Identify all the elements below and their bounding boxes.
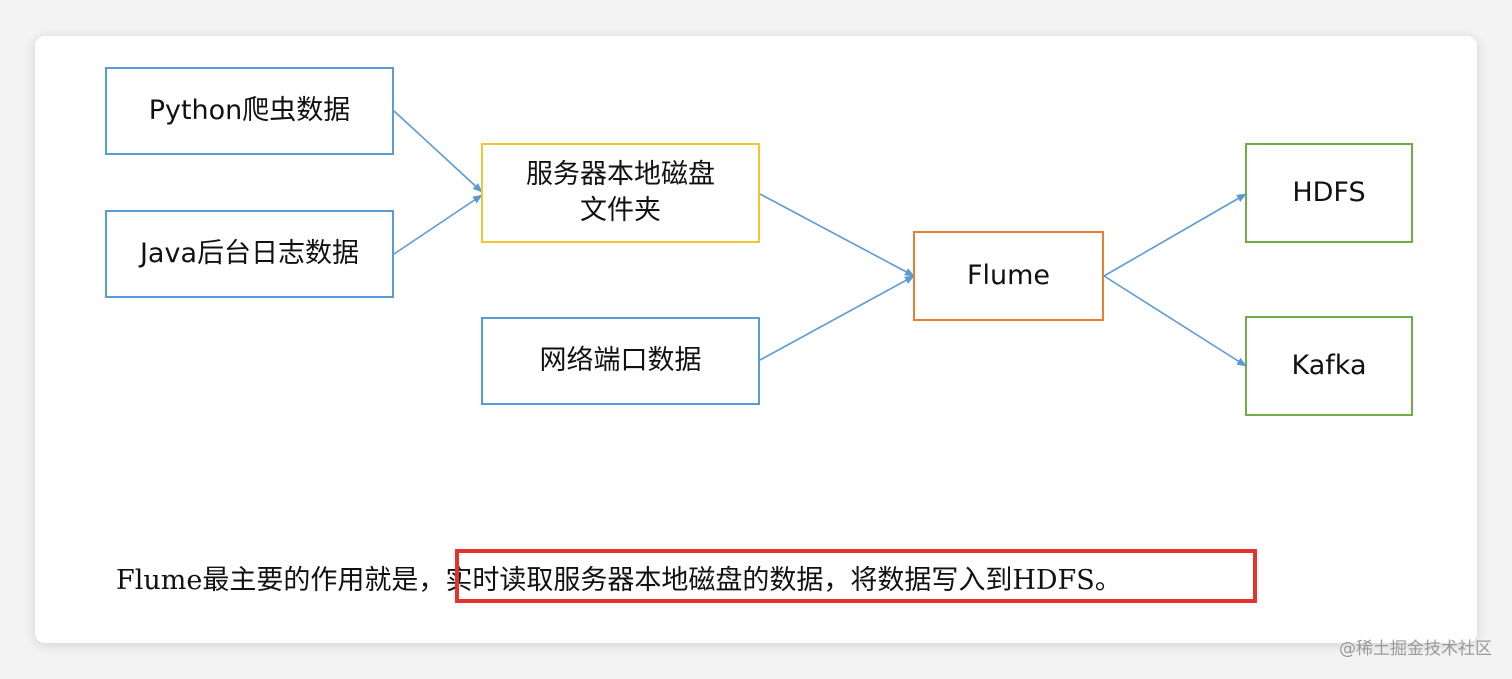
watermark: @稀土掘金技术社区 <box>1339 639 1492 659</box>
node-local-disk-line2: 文件夹 <box>580 195 661 226</box>
node-network-port: 网络端口数据 <box>481 317 760 405</box>
node-network-port-label: 网络端口数据 <box>539 344 702 376</box>
node-python-crawler: Python爬虫数据 <box>105 67 394 155</box>
caption-prefix: Flume最主要的作用就是， <box>116 565 446 596</box>
node-hdfs: HDFS <box>1245 143 1413 243</box>
node-flume: Flume <box>913 231 1104 321</box>
node-local-disk: 服务器本地磁盘 文件夹 <box>481 143 760 243</box>
node-local-disk-line1: 服务器本地磁盘 <box>526 158 715 190</box>
caption: Flume最主要的作用就是，实时读取服务器本地磁盘的数据，将数据写入到HDFS。 <box>116 558 1122 597</box>
node-hdfs-label: HDFS <box>1292 176 1366 208</box>
node-kafka-label: Kafka <box>1291 349 1367 381</box>
node-flume-label: Flume <box>966 259 1051 291</box>
node-python-crawler-label: Python爬虫数据 <box>148 94 351 126</box>
node-java-logs-label: Java后台日志数据 <box>139 237 360 269</box>
node-kafka: Kafka <box>1245 316 1413 416</box>
caption-highlighted: 实时读取服务器本地磁盘的数据，将数据写入到HDFS。 <box>445 565 1122 596</box>
node-java-logs: Java后台日志数据 <box>105 210 394 298</box>
caption-highlight-box <box>455 549 1257 603</box>
